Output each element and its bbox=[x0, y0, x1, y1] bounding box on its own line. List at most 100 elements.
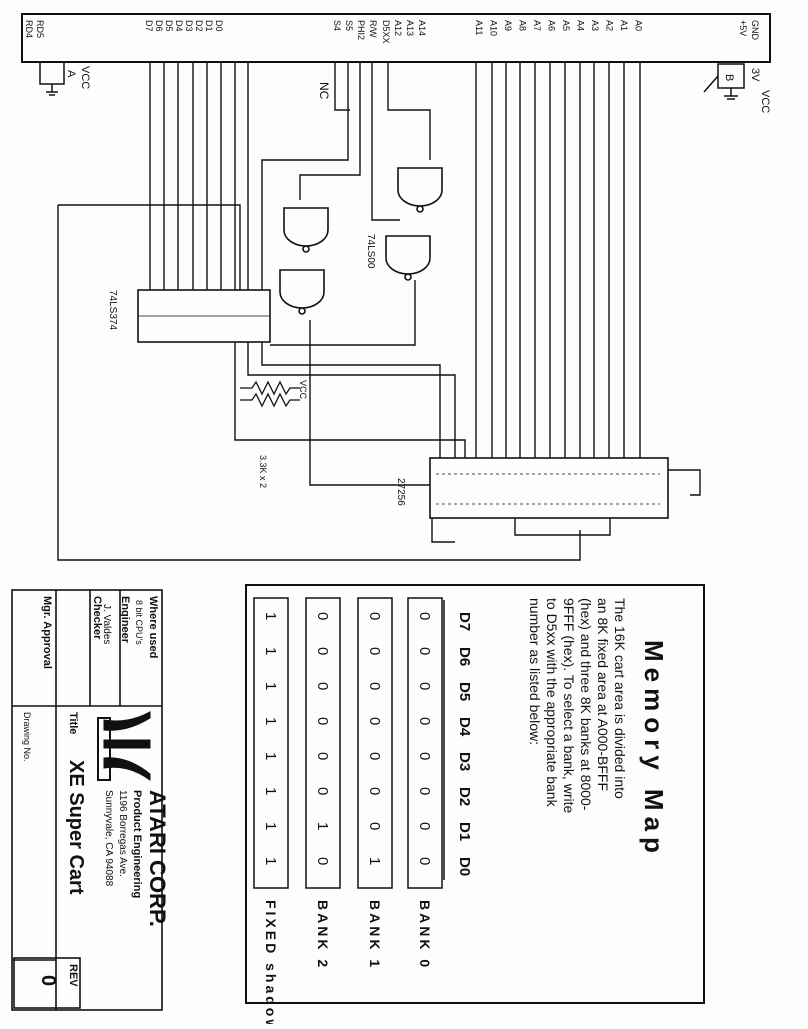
bit-value: 1 bbox=[314, 822, 331, 830]
bit-value: 1 bbox=[262, 822, 279, 830]
bit-value: 0 bbox=[366, 682, 383, 690]
bit-value: 1 bbox=[262, 647, 279, 655]
title-rev-value: 0 bbox=[37, 975, 59, 986]
title-title-value: XE Super Cart bbox=[65, 760, 87, 895]
bank-label: BANK 0 bbox=[417, 900, 433, 970]
title-drawing-label: Drawing No. bbox=[22, 712, 32, 762]
bit-value: 0 bbox=[314, 682, 331, 690]
bit-value: 1 bbox=[262, 682, 279, 690]
title-where-used-value: 8 bit CPU's bbox=[134, 600, 144, 645]
pin-label: GND bbox=[750, 20, 760, 41]
description-line: The 16K cart area is divided into bbox=[612, 598, 628, 799]
bit-value: 0 bbox=[416, 857, 433, 865]
pin-label: A13 bbox=[405, 20, 415, 36]
chip-label-74ls00: 74LS00 bbox=[365, 234, 376, 269]
pin-label: D4 bbox=[174, 20, 184, 32]
wires bbox=[57, 62, 701, 561]
bank-row-box bbox=[253, 597, 289, 889]
bank-label: BANK 2 bbox=[315, 900, 331, 970]
bit-header: D0 bbox=[456, 857, 473, 876]
ground-box-a bbox=[39, 61, 65, 96]
bit-value: 0 bbox=[416, 822, 433, 830]
bit-header: D6 bbox=[456, 647, 473, 666]
vcc-label-right: VCC bbox=[759, 90, 771, 113]
title-mgr-label: Mgr. Approval bbox=[41, 596, 53, 669]
pin-label: A11 bbox=[474, 20, 484, 35]
title-dept: Product Engineering bbox=[131, 790, 143, 898]
pin-label: A5 bbox=[561, 20, 571, 31]
pin-label: A1 bbox=[619, 20, 629, 31]
title-engineer-label: Engineer bbox=[119, 596, 131, 644]
bit-value: 0 bbox=[416, 647, 433, 655]
pin-label: A12 bbox=[393, 20, 403, 36]
description-line: 9FFF (hex). To select a bank, write bbox=[561, 598, 577, 813]
pin-label: RD4 bbox=[24, 20, 34, 38]
bank-row-box bbox=[357, 597, 393, 889]
bit-header: D4 bbox=[456, 717, 473, 737]
pin-label: +5V bbox=[738, 20, 748, 36]
title-block bbox=[11, 589, 163, 1011]
bit-value: 0 bbox=[416, 612, 433, 620]
pin-label: A4 bbox=[576, 20, 586, 31]
pin-label: PHI2 bbox=[356, 20, 366, 40]
nand-gates-74ls00 bbox=[279, 167, 443, 315]
tag-a: A bbox=[65, 70, 77, 78]
memory-map-box bbox=[245, 584, 705, 1004]
description-line: to D5xx with the appropriate bank bbox=[544, 598, 560, 808]
bit-value: 0 bbox=[314, 717, 331, 725]
pin-label: D5XX bbox=[381, 20, 391, 44]
bit-value: 1 bbox=[262, 787, 279, 795]
chip-label-74ls374: 74LS374 bbox=[107, 290, 118, 330]
bit-value: 1 bbox=[262, 612, 279, 620]
pin-label: A8 bbox=[518, 20, 528, 31]
bank-label: BANK 1 bbox=[367, 900, 383, 970]
pin-label: D7 bbox=[144, 20, 154, 32]
title-engineer-value: J. Valdes bbox=[101, 604, 112, 644]
pullup-value-label: 3.3K x 2 bbox=[258, 455, 268, 488]
pin-label: D2 bbox=[194, 20, 204, 32]
tag-b: B bbox=[723, 74, 735, 81]
bit-value: 0 bbox=[366, 717, 383, 725]
ic-74ls374 bbox=[137, 289, 271, 343]
bit-header: D3 bbox=[456, 752, 473, 771]
ground-box-b bbox=[703, 63, 745, 100]
bit-value: 0 bbox=[416, 717, 433, 725]
pin-label: A2 bbox=[605, 20, 615, 31]
bit-value: 0 bbox=[366, 752, 383, 760]
bank-row-box bbox=[407, 597, 443, 889]
bit-header: D7 bbox=[456, 612, 473, 631]
bit-value: 0 bbox=[416, 787, 433, 795]
bank-row-box bbox=[305, 597, 341, 889]
bit-value: 0 bbox=[314, 857, 331, 865]
pin-label: RD5 bbox=[35, 20, 45, 38]
pullup-resistors bbox=[240, 380, 300, 408]
nc-label: NC bbox=[317, 82, 331, 100]
bank-label: FIXED shadow bbox=[263, 900, 279, 1024]
pin-label: A3 bbox=[590, 20, 600, 31]
pin-label: A14 bbox=[417, 20, 427, 36]
atari-logo-icon bbox=[97, 711, 151, 781]
vcc-label-left: VCC bbox=[79, 66, 91, 89]
bit-value: 0 bbox=[366, 822, 383, 830]
bit-header: D1 bbox=[456, 822, 473, 841]
cartridge-edge-connector bbox=[21, 13, 771, 63]
pin-label: A0 bbox=[634, 20, 644, 31]
bit-value: 0 bbox=[314, 612, 331, 620]
pin-label: D5 bbox=[164, 20, 174, 32]
bit-value: 1 bbox=[366, 857, 383, 865]
bit-value: 0 bbox=[314, 647, 331, 655]
pin-label: D0 bbox=[214, 20, 224, 32]
bit-value: 0 bbox=[416, 752, 433, 760]
bit-value: 0 bbox=[366, 612, 383, 620]
memory-map-title: Memory Map bbox=[639, 640, 669, 859]
bit-header: D2 bbox=[456, 787, 473, 806]
title-address1: 1196 Borregas Ave. bbox=[117, 790, 128, 877]
bit-value: 1 bbox=[262, 717, 279, 725]
title-rev-label: REV bbox=[67, 964, 79, 987]
pin-label: A9 bbox=[503, 20, 513, 31]
pin-label: S5 bbox=[344, 20, 354, 31]
